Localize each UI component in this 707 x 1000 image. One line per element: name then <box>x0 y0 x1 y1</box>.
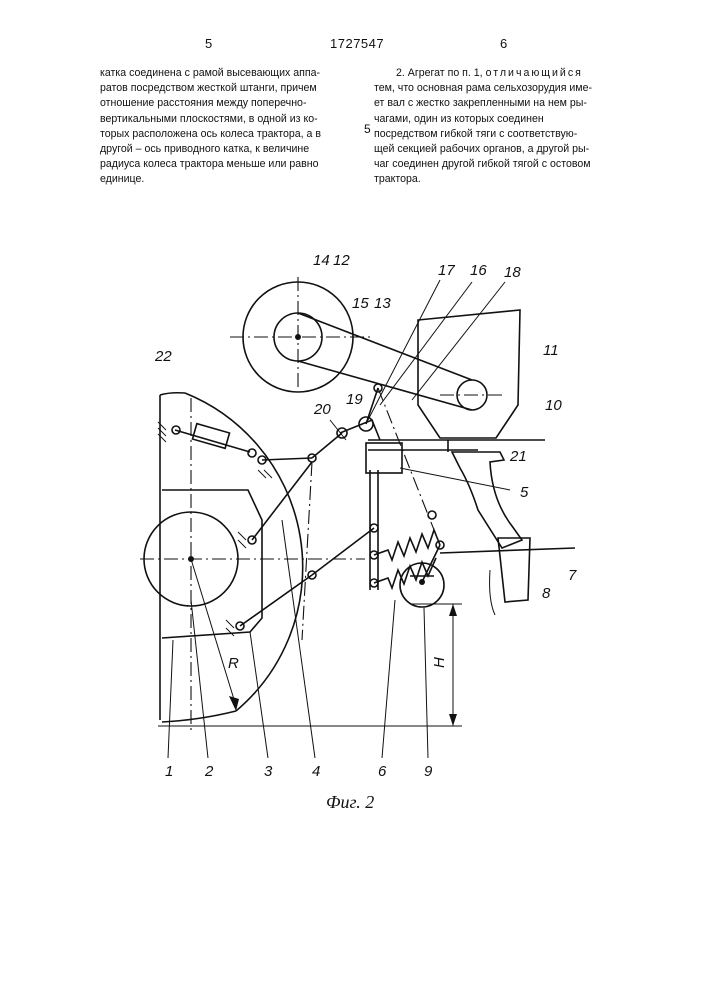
label-5: 5 <box>520 484 529 501</box>
rod-7 <box>440 548 575 553</box>
dimension-arrow-top <box>449 604 457 616</box>
label-13: 13 <box>374 295 391 312</box>
label-2: 2 <box>204 763 214 780</box>
frame-bracket <box>366 443 402 473</box>
anchor-hatch <box>238 532 246 548</box>
leader-6 <box>382 600 395 758</box>
drive-wheel-center <box>295 334 301 340</box>
link-to-bar <box>312 528 374 575</box>
coulter-body <box>452 452 522 548</box>
label-16: 16 <box>470 262 487 279</box>
tractor-axle-housing <box>162 490 262 638</box>
seed-hopper <box>418 310 520 438</box>
label-20: 20 <box>313 401 331 418</box>
label-H: H <box>431 657 448 668</box>
tractor-body-top <box>160 393 185 395</box>
label-6: 6 <box>378 763 387 780</box>
label-3: 3 <box>264 763 273 780</box>
label-22: 22 <box>154 348 172 365</box>
leader-1 <box>168 640 173 758</box>
leader-2 <box>191 600 208 758</box>
leader-9 <box>424 608 428 758</box>
leader-16 <box>380 282 472 405</box>
label-7: 7 <box>568 567 577 584</box>
label-15: 15 <box>352 295 369 312</box>
label-11: 11 <box>543 342 559 359</box>
tractor-wheel-arc <box>185 393 303 711</box>
label-12: 12 <box>333 252 350 269</box>
diagonal-link <box>252 462 312 540</box>
anchor-hatch <box>258 470 272 478</box>
cylinder-rod <box>175 430 250 452</box>
tractor-wheel-bottom <box>162 711 236 722</box>
label-8: 8 <box>542 585 551 602</box>
label-1: 1 <box>165 763 173 780</box>
label-19: 19 <box>346 391 363 408</box>
label-14: 14 <box>313 252 330 269</box>
leader-4 <box>282 520 315 758</box>
chain-upper <box>298 313 472 380</box>
short-link <box>366 388 378 424</box>
upper-link <box>262 458 312 460</box>
label-9: 9 <box>424 763 433 780</box>
dimension-arrow-bottom <box>449 714 457 726</box>
flexible-pull <box>378 388 440 545</box>
label-4: 4 <box>312 763 320 780</box>
cylinder-pivot-right <box>248 449 256 457</box>
label-18: 18 <box>504 264 521 281</box>
pivot <box>428 511 436 519</box>
radius-line <box>191 559 236 706</box>
label-R: R <box>228 655 239 672</box>
label-21: 21 <box>509 448 527 465</box>
spring-upper <box>374 530 440 560</box>
figure-caption: Фиг. 2 <box>326 792 374 812</box>
label-17: 17 <box>438 262 455 279</box>
flexible-link <box>270 575 312 605</box>
link-to-tractor <box>312 433 342 458</box>
coulter-tip <box>490 570 495 615</box>
rigid-bar <box>302 462 312 640</box>
label-10: 10 <box>545 397 562 414</box>
